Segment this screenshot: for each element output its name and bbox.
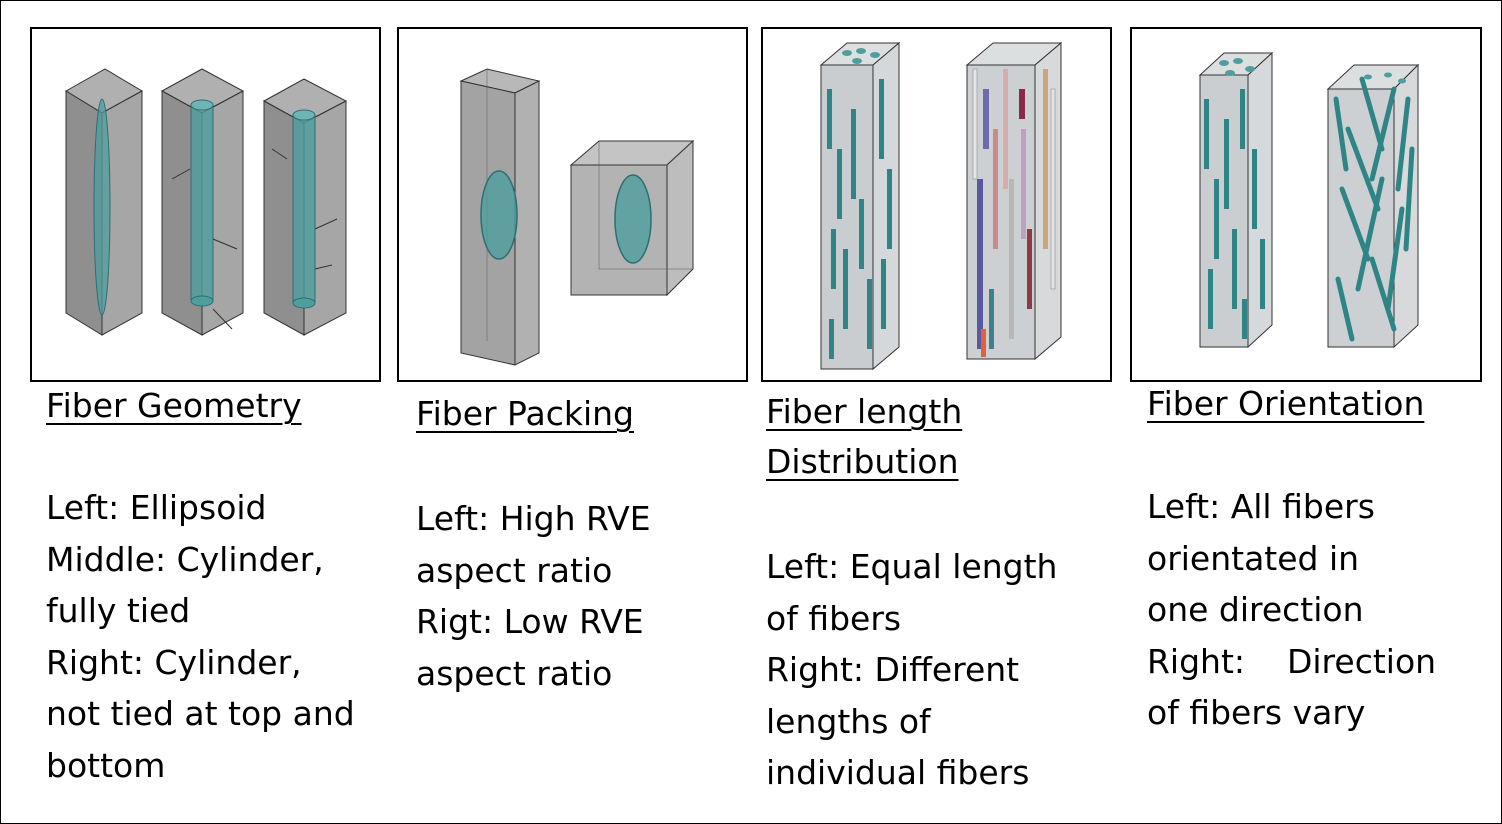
panel-4-title: Fiber Orientation [1147,379,1424,429]
title-line: Fiber Orientation [1147,384,1425,423]
desc-line: lengths of [766,701,931,741]
panel-2-title: Fiber Packing [416,389,634,439]
title-line: Distribution [766,442,959,481]
fiber-geometry-image [30,27,381,382]
desc-line: aspect ratio [416,550,613,590]
ellipsoid-rve [65,68,144,336]
cylinder-tied-rve [160,68,245,336]
fiber-orientation-illustration [1198,51,1420,349]
title-line: Fiber Geometry [46,386,302,425]
fiber-orientation-image [1130,27,1482,382]
desc-line: Left: All fibers [1147,487,1375,526]
desc-line: fully tied [46,591,191,630]
panel-3-title: Fiber length Distribution [766,387,962,487]
desc-line: Right: Cylinder, [46,642,302,682]
high-aspect-rve [459,68,541,366]
desc-line: Left: Ellipsoid [46,488,267,527]
panel-1-description: Left: Ellipsoid Middle: Cylinder, fully … [46,482,355,791]
fiber-packing-illustration [459,68,695,366]
desc-line: not tied at top and [46,694,355,733]
low-aspect-rve [569,139,695,297]
panel-2-description: Left: High RVE aspect ratio Rigt: Low RV… [416,493,651,699]
cylinder-untied-rve [262,78,348,336]
desc-line: one direction [1147,590,1364,629]
desc-line: orientated in [1147,538,1360,578]
title-line: Fiber Packing [416,394,634,433]
fiber-geometry-illustration [65,68,348,336]
title-line: Fiber length [766,392,963,431]
desc-line: Right: Direction [1147,641,1437,681]
desc-line: Right: Different [766,650,1020,689]
panel-4-description: Left: All fibers orientated in one direc… [1147,481,1436,739]
desc-line: Left: Equal length [766,547,1058,586]
aligned-fibers-rve [1198,51,1274,349]
fiber-length-image [761,27,1112,382]
desc-line: individual fibers [766,753,1030,792]
desc-line: of fibers [766,598,902,638]
different-length-rve [965,41,1063,361]
desc-line: aspect ratio [416,653,613,693]
fiber-packing-image [397,27,748,382]
desc-line: Left: High RVE [416,499,651,538]
desc-line: bottom [46,745,166,785]
desc-line: Rigt: Low RVE [416,602,644,641]
desc-line: Middle: Cylinder, [46,539,324,579]
equal-length-rve [819,41,901,371]
desc-line: of fibers vary [1147,693,1366,732]
panel-1-title: Fiber Geometry [46,381,302,431]
panel-3-description: Left: Equal length of fibers Right: Diff… [766,541,1057,799]
fiber-length-illustration [819,41,1063,371]
random-fibers-rve [1326,63,1420,349]
